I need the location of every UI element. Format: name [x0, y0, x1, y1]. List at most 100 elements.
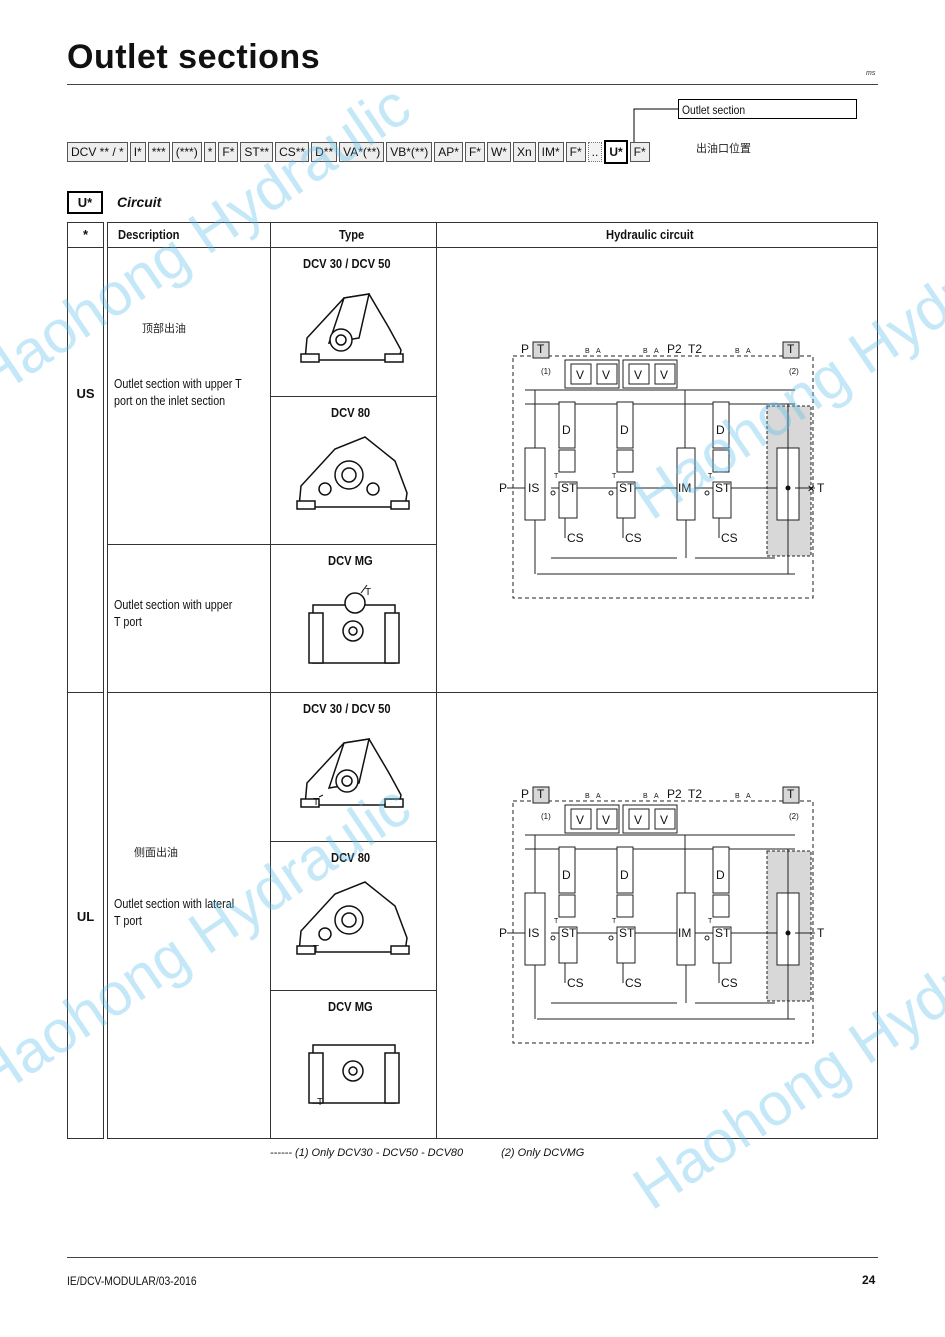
port-label-b: B — [643, 348, 648, 355]
header-hydraulic-circuit: Hydraulic circuit — [436, 222, 878, 248]
row-code-us: US — [76, 386, 95, 401]
valve-label-v: V — [602, 813, 610, 827]
header-code: * — [67, 222, 104, 248]
spool-detent — [712, 894, 730, 918]
directional-spool — [558, 401, 576, 449]
circuit-label: Circuit — [117, 194, 162, 210]
label-cs: CS — [567, 976, 584, 990]
type-cell: DCV 30 / DCV 50 T — [270, 692, 437, 842]
outlet-port-t: T — [817, 926, 825, 940]
directional-spool — [616, 401, 634, 449]
description-text: Outlet section with upper T port — [114, 598, 233, 629]
valve-drawing: T — [300, 738, 404, 808]
section-spool — [558, 481, 578, 519]
spool-detent — [712, 449, 730, 473]
code-segment: ST** — [240, 142, 274, 162]
ordering-code-strip: DCV ** / *I****(***)*F*ST**CS**D**VA*(**… — [67, 140, 652, 164]
type-cell: DCV MG T — [270, 990, 437, 1139]
port-label-t: T — [537, 342, 545, 356]
port-label-t: T — [787, 787, 795, 801]
check-valve — [550, 935, 556, 941]
code-segment: CS** — [275, 142, 310, 162]
code-segment: D** — [311, 142, 338, 162]
type-label: DCV 80 — [330, 850, 370, 865]
note-2: (2) — [789, 812, 799, 821]
label-small-t: T — [612, 918, 617, 925]
label-small-t: T — [708, 473, 713, 480]
valve-group-outline — [622, 359, 678, 389]
inlet-port-p: P — [499, 926, 507, 940]
type-label: DCV MG — [327, 999, 373, 1014]
valve-label-v: V — [660, 368, 668, 382]
valve-label-v: V — [576, 368, 584, 382]
anti-shock-valve — [570, 363, 592, 385]
port-label-t2: T2 — [688, 342, 702, 356]
svg-text:T: T — [313, 944, 319, 955]
code-segment: IM* — [537, 142, 564, 162]
chinese-position-note: 出油口位置 — [696, 142, 751, 155]
label-d: D — [620, 423, 629, 437]
label-st: ST — [561, 481, 577, 495]
anti-shock-valve — [654, 808, 676, 830]
code-segment: F* — [565, 142, 586, 162]
valve-group-outline — [564, 804, 620, 834]
port-label-b: B — [735, 348, 740, 355]
section-spool — [712, 481, 732, 519]
header-description: Description — [107, 222, 271, 248]
label-st: ST — [715, 926, 731, 940]
anti-shock-valve — [596, 363, 618, 385]
port-t-shade — [782, 341, 800, 359]
port-label-a: A — [654, 793, 659, 800]
label-is: IS — [528, 481, 539, 495]
anti-shock-valve — [570, 808, 592, 830]
type-label: DCV 30 / DCV 50 — [302, 256, 391, 271]
label-is: IS — [528, 926, 539, 940]
port-t-shade — [532, 786, 550, 804]
valve-label-v: V — [634, 368, 642, 382]
footnote: ------ (1) Only DCV30 - DCV50 - DCV80(2)… — [270, 1147, 585, 1159]
port-t-shade — [532, 341, 550, 359]
u-code-box: U* — [67, 191, 103, 214]
code-segment: AP* — [434, 142, 463, 162]
section-spool — [712, 926, 732, 964]
outlet-port-t: T — [817, 481, 825, 495]
outlet-section-label: Outlet section — [678, 99, 857, 119]
directional-spool — [616, 846, 634, 894]
header-type: Type — [270, 222, 437, 248]
section-boundary — [512, 355, 814, 599]
port-label-p: P — [521, 342, 529, 356]
label-cs: CS — [625, 976, 642, 990]
description-cell: 侧面出油 Outlet section with lateral T port — [107, 692, 271, 1139]
label-d: D — [620, 868, 629, 882]
label-st: ST — [715, 481, 731, 495]
footer-rule — [67, 1257, 878, 1258]
port-label-b: B — [585, 348, 590, 355]
port-t-shade — [782, 786, 800, 804]
port-label-a: A — [746, 793, 751, 800]
directional-spool — [712, 846, 730, 894]
port-label-p2: P2 — [667, 787, 682, 801]
label-small-t: T — [612, 473, 617, 480]
port-label-a: A — [596, 348, 601, 355]
title-rule — [67, 84, 878, 85]
port-label-a: A — [654, 348, 659, 355]
label-im: IM — [678, 481, 691, 495]
junction-dot — [785, 485, 791, 491]
svg-text:T: T — [365, 587, 371, 598]
valve-group-outline — [564, 359, 620, 389]
code-segment: W* — [486, 142, 511, 162]
port-label-b: B — [643, 793, 648, 800]
anti-shock-valve — [628, 363, 650, 385]
label-im: IM — [678, 926, 691, 940]
code-segment: F* — [464, 142, 485, 162]
chinese-top-outlet: 顶部出油 — [142, 322, 186, 335]
note-1: (1) — [541, 812, 551, 821]
label-st: ST — [561, 926, 577, 940]
spool-detent — [558, 449, 576, 473]
valve-drawing — [296, 436, 410, 510]
type-label: DCV 30 / DCV 50 — [302, 701, 391, 716]
note-2: (2) — [789, 367, 799, 376]
